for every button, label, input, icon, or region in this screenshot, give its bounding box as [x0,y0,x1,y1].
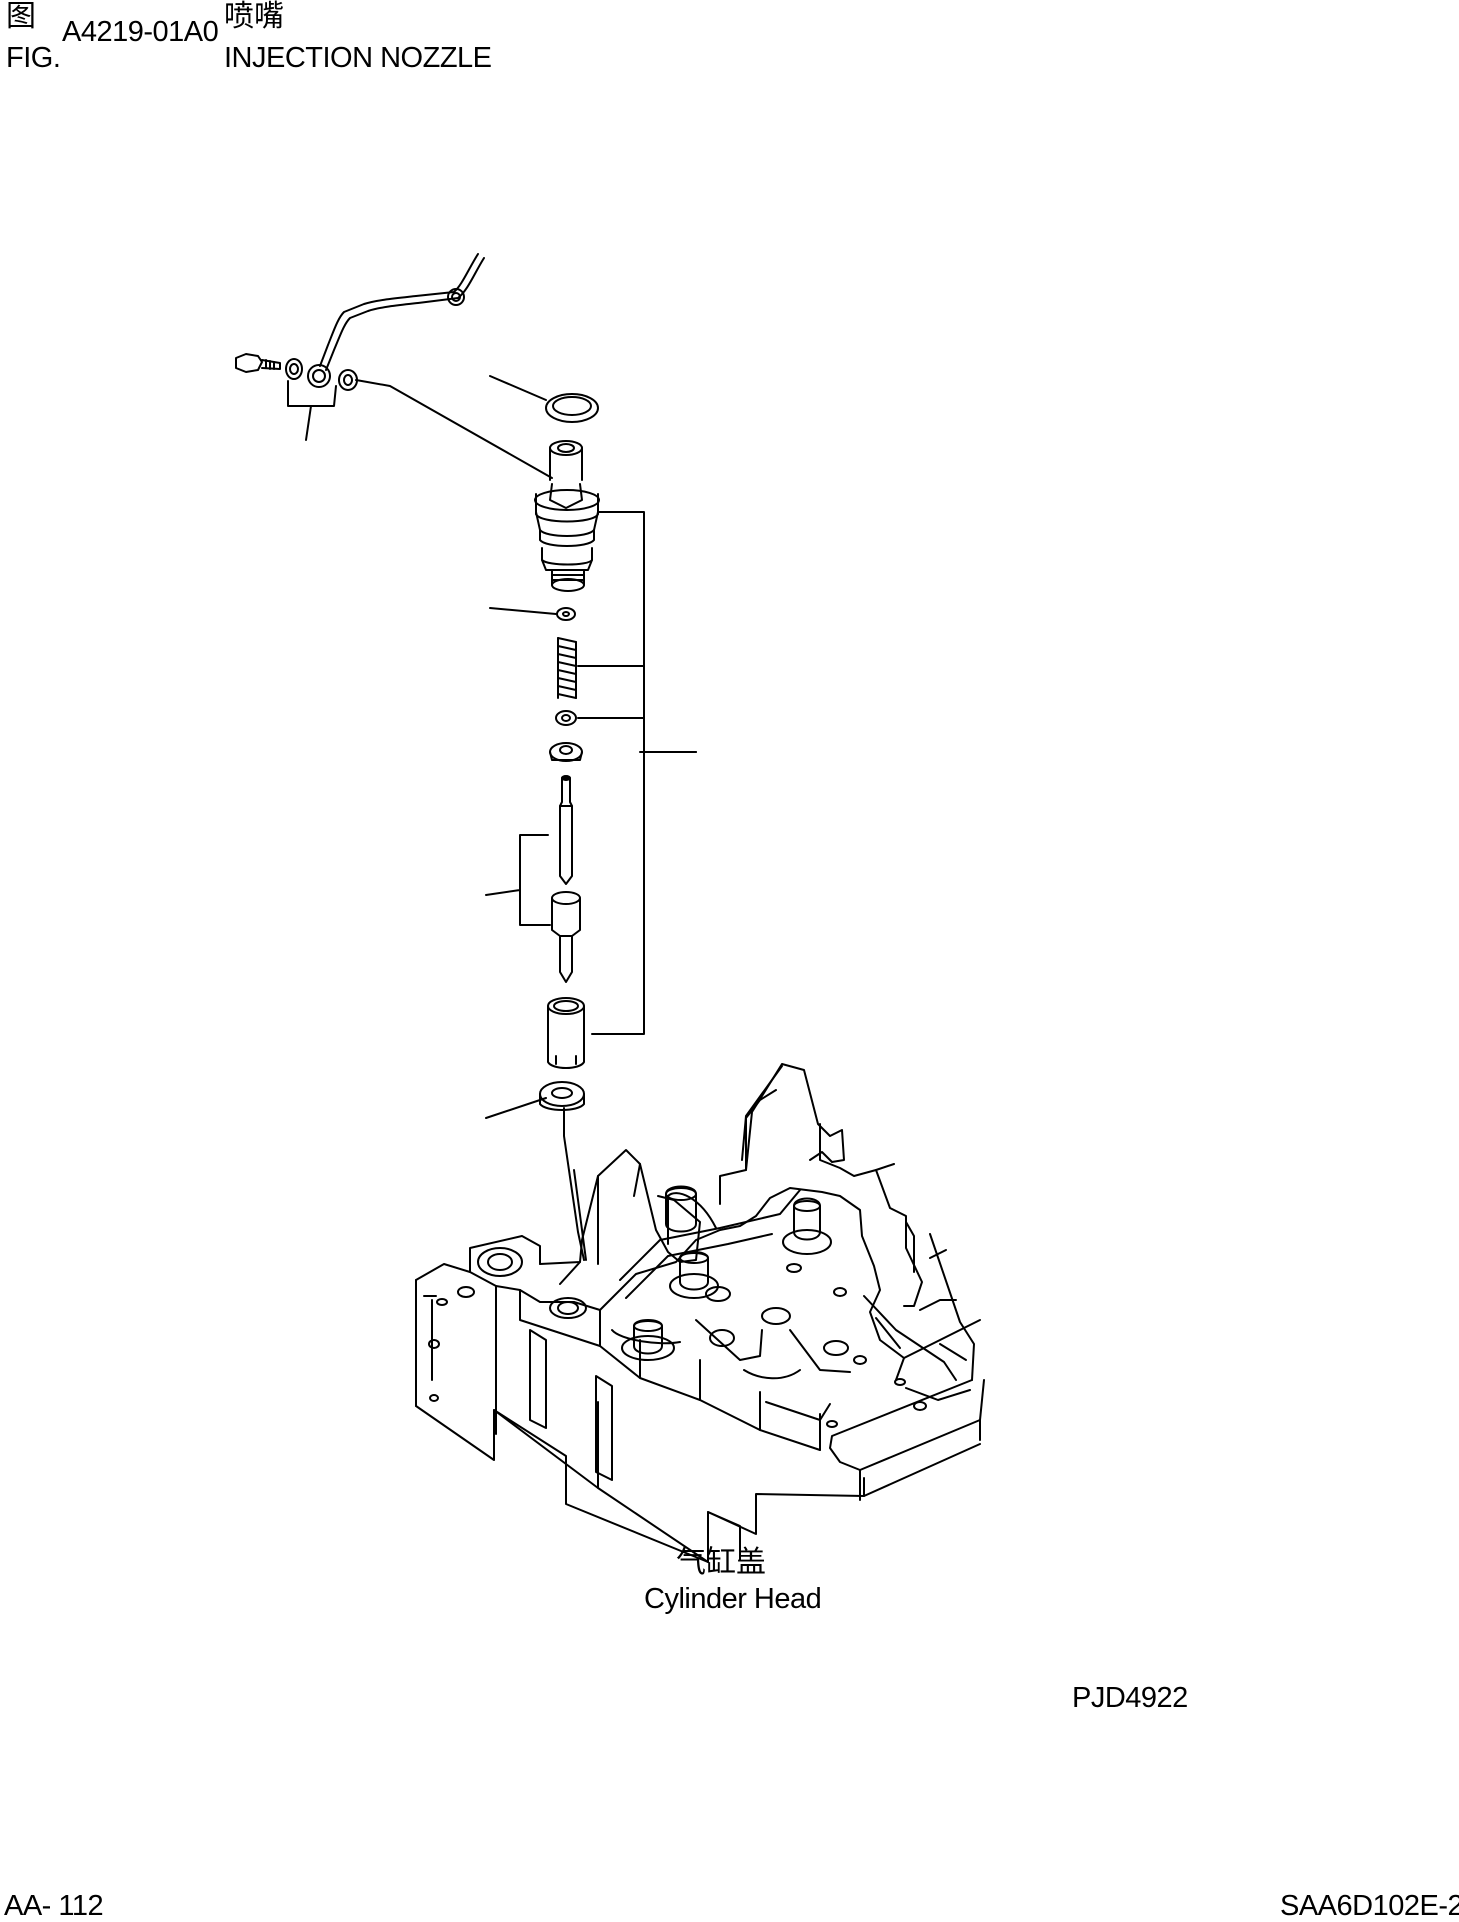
callout-cn: 气缸盖 [676,1545,766,1580]
callout-cylinder-head: Cylinder Head [644,1583,822,1615]
figure-number: A4219-01A0 [62,16,219,48]
drawing-code: PJD4922 [1072,1682,1188,1714]
model-code: SAA6D102E-2 [1280,1890,1459,1922]
nozzle-needle [560,776,572,884]
injection-pipe [308,254,484,387]
o-ring [546,394,598,422]
nozzle-spacer [550,743,582,761]
title-en: INJECTION NOZZLE [224,42,492,74]
retaining-nut [548,998,584,1068]
fig-label-cn: 图 [6,0,36,34]
title-cn: 喷嘴 [224,0,284,34]
nozzle-body [552,892,580,982]
assembly-bracket [578,512,696,1034]
spacer-washer [557,608,575,620]
spring-seat [556,711,576,725]
cylinder-head [416,1064,984,1562]
nozzle-holder [535,441,599,591]
page-number: AA- 112 [4,1890,104,1922]
leader-lines [288,376,696,1118]
pressure-spring [558,638,576,698]
pipe-bolt [236,354,357,390]
nozzle-gasket [540,1082,584,1110]
fig-label-en: FIG. [6,42,61,74]
